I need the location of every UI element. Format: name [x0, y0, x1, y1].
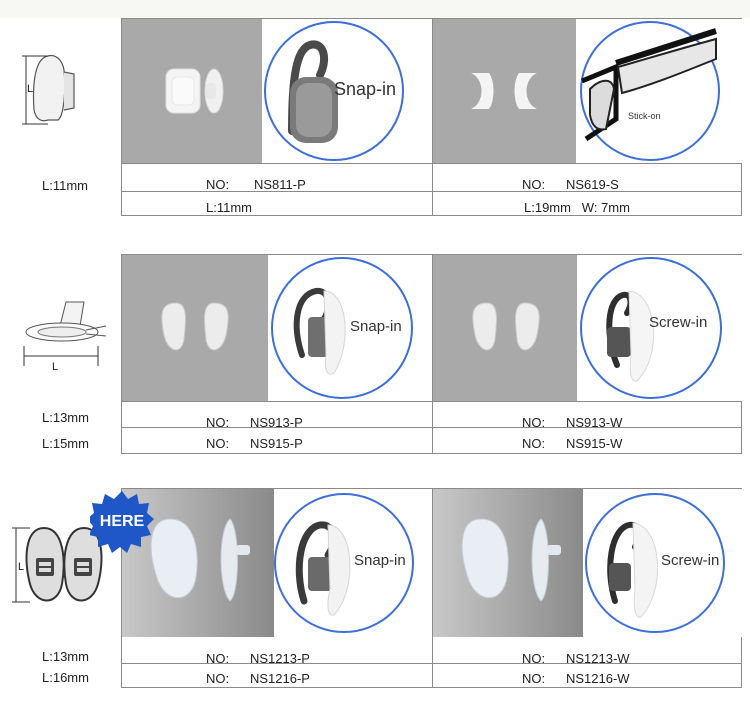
product-card-ns913-w: Screw-in NO: NS913-W NO: NS915-W [432, 254, 742, 454]
circle-label: Stick-on [628, 111, 661, 121]
product-code: NS913-P [250, 415, 303, 430]
nose-pad-image [471, 73, 537, 109]
no-label: NO: [522, 671, 546, 686]
snap-in-detail-image: Snap-in [264, 21, 404, 161]
product-spec: L:11mm [206, 200, 252, 215]
no-label: NO: [206, 651, 230, 666]
nose-pad-image [161, 302, 229, 351]
product-code: NS915-W [566, 436, 623, 451]
top-strip [0, 0, 750, 18]
diagram-letter: L [52, 361, 58, 373]
screw-in-detail-image: Screw-in [585, 493, 725, 633]
product-photo [433, 489, 583, 637]
nose-pad-image [165, 68, 224, 114]
no-label: NO: [522, 651, 546, 666]
detail-photo: Snap-in [262, 19, 433, 163]
detail-photo: Screw-in [583, 489, 742, 637]
no-label: NO: [206, 177, 230, 192]
product-code: NS1213-P [250, 651, 310, 666]
nose-pad-front-diagram: L [12, 526, 103, 603]
no-label: NO: [206, 671, 230, 686]
product-code: NS1216-W [566, 671, 630, 686]
product-spec: L:19mm W: 7mm [524, 200, 630, 215]
diagram-letter: L [18, 561, 24, 573]
no-label: NO: [522, 177, 546, 192]
no-label: NO: [206, 415, 230, 430]
product-code: NS619-S [566, 177, 619, 192]
product-photo [433, 255, 577, 401]
screw-in-detail-image: Screw-in [580, 257, 722, 399]
badge-text: HERE [100, 513, 145, 530]
circle-label: Snap-in [354, 552, 406, 569]
product-code: NS1216-P [250, 671, 310, 686]
product-card-ns1213-p: Snap-in NO: NS1213-P NO: NS1216-P [121, 488, 433, 688]
detail-photo: Snap-in [268, 255, 433, 401]
length-label: L:15mm [42, 436, 89, 451]
here-badge: HERE [90, 491, 154, 553]
circle-label: Snap-in [334, 79, 396, 99]
length-label: L:13mm [42, 410, 89, 425]
detail-photo: Stick-on [576, 19, 742, 163]
no-label: NO: [522, 436, 546, 451]
no-label: NO: [522, 415, 546, 430]
no-label: NO: [206, 436, 230, 451]
product-card-ns1213-w: Screw-in NO: NS1213-W NO: NS1216-W [432, 488, 742, 688]
nose-pad-image [433, 489, 583, 637]
length-label: L:13mm [42, 649, 89, 664]
circle-label: Screw-in [661, 552, 719, 569]
product-code: NS915-P [250, 436, 303, 451]
product-card-ns619: Stick-on NO: NS619-S L:19mm W: 7mm [432, 18, 742, 216]
product-photo [122, 19, 262, 163]
length-label: L:11mm [42, 178, 88, 193]
product-code: NS913-W [566, 415, 623, 430]
detail-photo: Screw-in [577, 255, 742, 401]
product-card-ns913-p: Snap-in NO: NS913-P NO: NS915-P [121, 254, 433, 454]
product-photo [433, 19, 576, 163]
detail-photo: Snap-in [274, 489, 433, 637]
circle-label: Snap-in [350, 318, 402, 335]
nose-pad-side-diagram: L [22, 54, 75, 125]
product-photo [122, 255, 268, 401]
snap-in-detail-image: Snap-in [274, 493, 414, 633]
stick-on-detail-image: Stick-on [580, 21, 720, 161]
nose-pad-top-diagram: L [23, 301, 107, 373]
product-card-ns811: Snap-in NO: NS811-P L:11mm [121, 18, 433, 216]
product-code: NS811-P [254, 177, 306, 192]
snap-in-detail-image: Snap-in [271, 257, 413, 399]
product-code: NS1213-W [566, 651, 630, 666]
circle-label: Screw-in [649, 314, 707, 331]
length-label: L:16mm [42, 670, 89, 685]
diagram-letter: L [27, 83, 33, 95]
nose-pad-image [472, 302, 540, 351]
